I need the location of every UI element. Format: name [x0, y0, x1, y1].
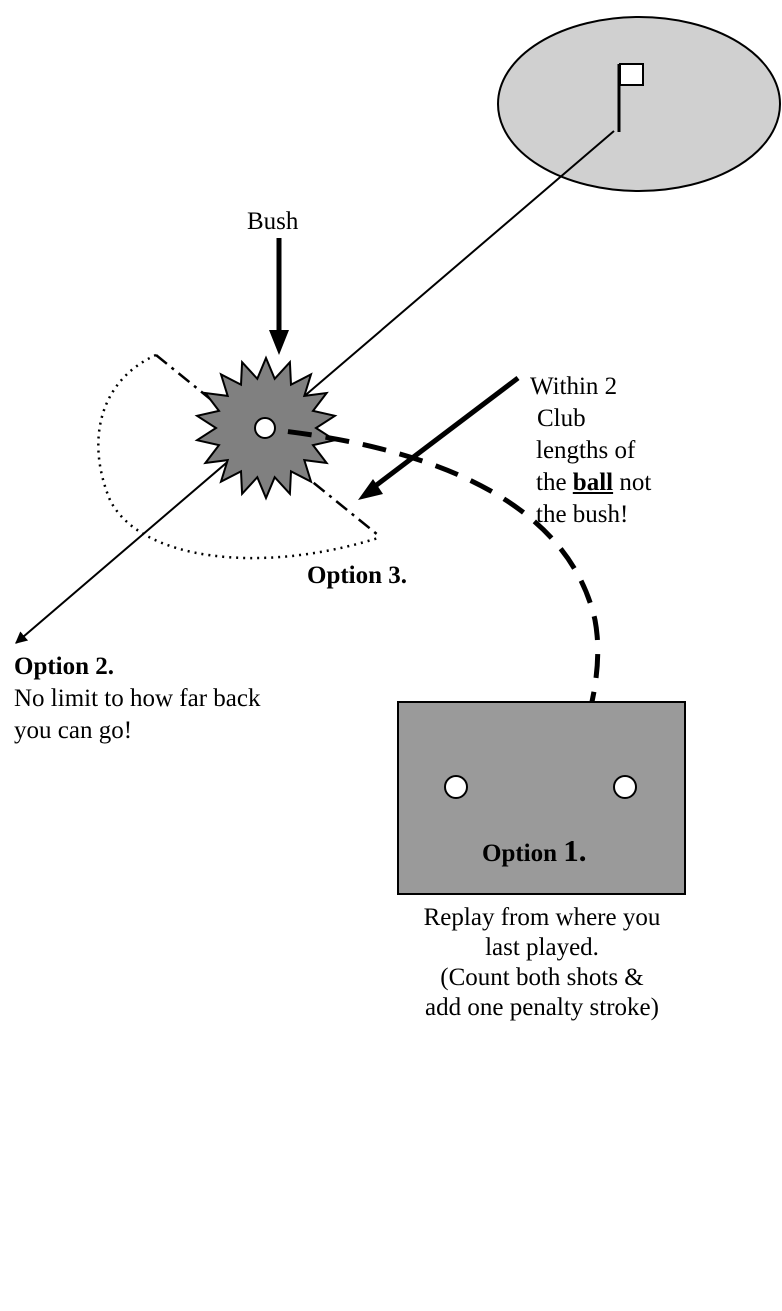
option2-line	[15, 130, 615, 644]
within-arrow	[358, 376, 520, 500]
tee-marker-right-icon	[613, 775, 637, 799]
flag-icon	[617, 63, 644, 132]
option3-label: Option 3.	[307, 562, 408, 589]
putting-green	[497, 16, 781, 192]
bush-arrow	[269, 238, 289, 355]
option1-caption: Replay from where you last played. (Coun…	[423, 904, 661, 1021]
two-club-radius	[155, 354, 379, 536]
tee-box	[397, 701, 686, 895]
bush-label: Bush	[247, 208, 299, 235]
option1-label: Option 1.	[482, 833, 587, 868]
tee-marker-left-icon	[444, 775, 468, 799]
ball-icon	[254, 417, 276, 439]
